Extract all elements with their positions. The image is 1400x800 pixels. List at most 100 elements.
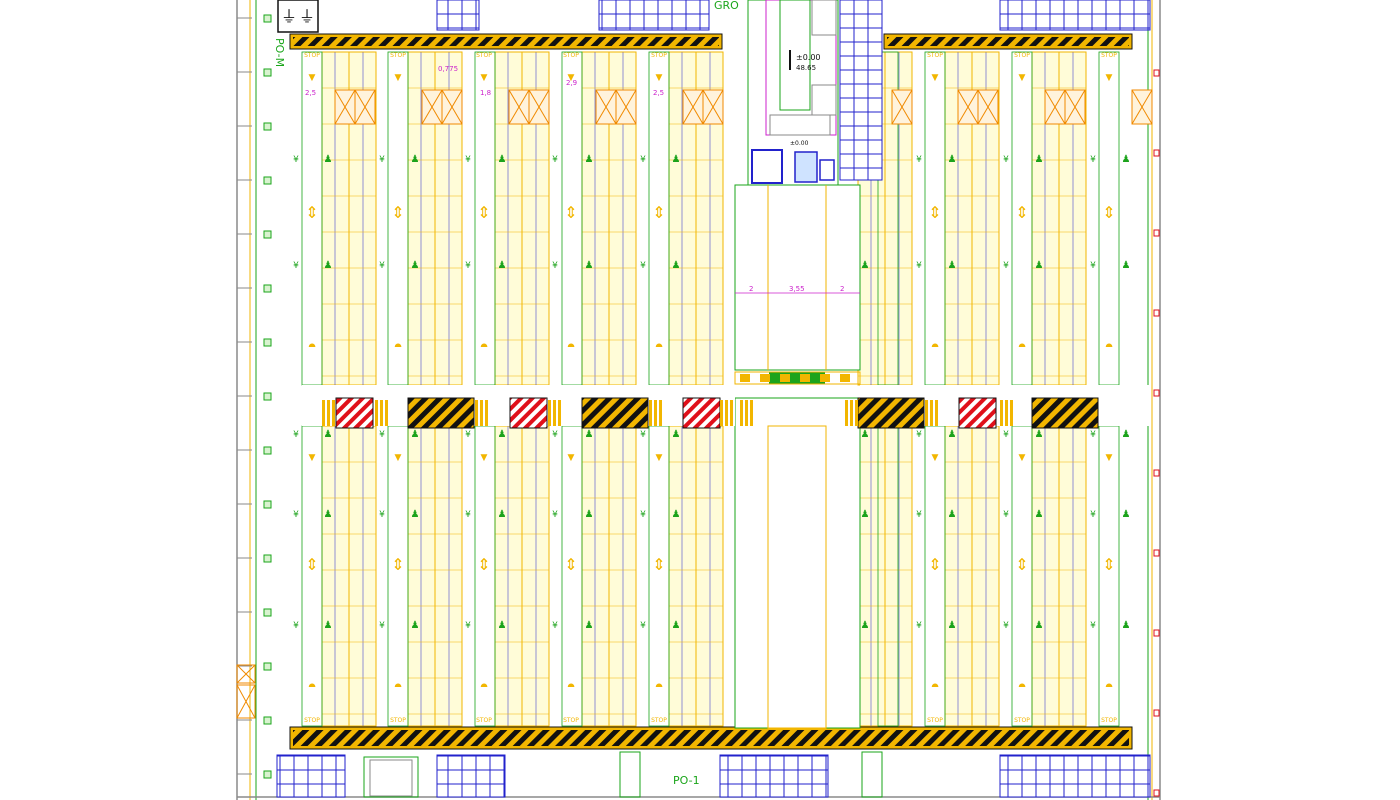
pedestrian-icon: ¥ bbox=[1003, 430, 1009, 440]
updown-arrow-icon: ⇕ bbox=[391, 203, 404, 222]
aisle-outline bbox=[387, 425, 409, 727]
pedestrian-icon: ♟ bbox=[411, 154, 420, 165]
wall-column bbox=[263, 770, 272, 779]
elevation-sub: 48.65 bbox=[796, 64, 816, 72]
wall-column-right bbox=[1153, 389, 1160, 397]
pedestrian-icon: ¥ bbox=[916, 510, 922, 520]
lane-stripe bbox=[548, 400, 551, 426]
wall-column-right bbox=[1153, 309, 1160, 317]
pedestrian-icon: ♟ bbox=[498, 154, 507, 165]
red-hazard-zone bbox=[958, 397, 997, 429]
lane-stripe bbox=[725, 400, 728, 426]
stop-icon: STOP bbox=[476, 52, 492, 59]
pedestrian-icon: ¥ bbox=[465, 261, 471, 271]
lane-stripe bbox=[380, 400, 383, 426]
stop-icon: STOP bbox=[390, 52, 406, 59]
stop-icon: STOP bbox=[563, 717, 579, 724]
dim-width: 0,775 bbox=[438, 65, 458, 73]
stop-icon: STOP bbox=[304, 717, 320, 724]
stop-icon: STOP bbox=[651, 52, 667, 59]
aisle-outline bbox=[561, 425, 583, 727]
updown-arrow-icon: ⇕ bbox=[928, 203, 941, 222]
pedestrian-icon: ¥ bbox=[640, 430, 646, 440]
pedestrian-icon: ¥ bbox=[552, 155, 558, 165]
floor-symbols: STOPSTOP▼▼⇕⇕⯊⯊¥¥¥¥¥STOPSTOP▼▼⇕⇕⯊⯊¥¥¥¥¥ST… bbox=[293, 52, 1130, 724]
forklift-icon: ▼ bbox=[1106, 453, 1113, 463]
pallet-cross bbox=[1064, 89, 1086, 125]
pallet-cross bbox=[1131, 89, 1153, 125]
pallet-cross bbox=[508, 89, 530, 125]
stop-icon: STOP bbox=[927, 52, 943, 59]
pedestrian-icon: ¥ bbox=[552, 510, 558, 520]
lane-stripe bbox=[553, 400, 556, 426]
pedestrian-icon: ♟ bbox=[1035, 154, 1044, 165]
lane-stripe bbox=[659, 400, 662, 426]
pedestrian-icon: ¥ bbox=[916, 261, 922, 271]
wall-column bbox=[263, 446, 272, 455]
lane-stripe bbox=[558, 400, 561, 426]
pedestrian-icon: ¥ bbox=[293, 261, 299, 271]
pallet-cross bbox=[421, 89, 443, 125]
wall-column bbox=[263, 608, 272, 617]
lane-stripe bbox=[485, 400, 488, 426]
updown-arrow-icon: ⇕ bbox=[391, 555, 404, 574]
pedestrian-icon: ♟ bbox=[1035, 509, 1044, 520]
pedestrian-icon: ♟ bbox=[1122, 154, 1131, 165]
pedestrian-icon: ♟ bbox=[324, 509, 333, 520]
left-orange-boxes bbox=[236, 664, 256, 719]
stop-icon: STOP bbox=[476, 717, 492, 724]
pedestrian-icon: ♟ bbox=[411, 620, 420, 631]
top-gate-label: GRO bbox=[714, 0, 739, 12]
top-hazard-belt-left bbox=[289, 33, 723, 50]
pedestrian-icon: ¥ bbox=[379, 510, 385, 520]
forklift-icon: ▼ bbox=[932, 453, 939, 463]
dim-a: 2,5 bbox=[653, 89, 664, 97]
pedestrian-icon: ♟ bbox=[1035, 260, 1044, 271]
wall-column bbox=[263, 284, 272, 293]
lane-stripe bbox=[780, 374, 790, 382]
dim-corridor-left: 2 bbox=[749, 285, 753, 293]
wall-column bbox=[263, 716, 272, 725]
lane-stripe bbox=[745, 400, 748, 426]
pedestrian-icon: ♟ bbox=[948, 509, 957, 520]
pedestrian-icon: ¥ bbox=[293, 155, 299, 165]
pedestrian-icon: ¥ bbox=[293, 621, 299, 631]
stop-icon: STOP bbox=[304, 52, 320, 59]
red-hazard-zone bbox=[335, 397, 374, 429]
updown-arrow-icon: ⇕ bbox=[1015, 203, 1028, 222]
svg-text:⏚: ⏚ bbox=[281, 7, 297, 26]
pedestrian-icon: ¥ bbox=[640, 261, 646, 271]
plan-labels: GRO PO-M PO-1 ±0.00 48.65 ±0.00 0,775 1,… bbox=[273, 0, 844, 787]
wall-column-right bbox=[1153, 229, 1160, 237]
forklift-icon: ⯊ bbox=[655, 683, 662, 693]
pedestrian-icon: ¥ bbox=[1090, 621, 1096, 631]
wall-column bbox=[263, 554, 272, 563]
pedestrian-icon: ♟ bbox=[948, 154, 957, 165]
lane-stripe bbox=[800, 374, 810, 382]
stop-icon: STOP bbox=[563, 52, 579, 59]
pedestrian-icon: ¥ bbox=[465, 430, 471, 440]
dim-gap: 1,8 bbox=[480, 89, 491, 97]
forklift-icon: ⯊ bbox=[931, 683, 938, 693]
forklift-icon: ⯊ bbox=[480, 343, 487, 353]
pedestrian-icon: ♟ bbox=[1122, 509, 1131, 520]
lane-stripe bbox=[720, 400, 723, 426]
pedestrian-icon: ¥ bbox=[465, 155, 471, 165]
pallet-cross bbox=[702, 89, 724, 125]
forklift-icon: ⯊ bbox=[931, 343, 938, 353]
wall-column bbox=[263, 176, 272, 185]
forklift-icon: ▼ bbox=[481, 453, 488, 463]
pedestrian-icon: ¥ bbox=[293, 430, 299, 440]
dim-corridor-mid: 3,55 bbox=[789, 285, 805, 293]
pedestrian-icon: ♟ bbox=[1122, 429, 1131, 440]
pallet-cross bbox=[1044, 89, 1066, 125]
forklift-icon: ⯊ bbox=[1018, 343, 1025, 353]
aisle-outline bbox=[648, 425, 670, 727]
forklift-icon: ⯊ bbox=[394, 343, 401, 353]
pallet-cross bbox=[354, 89, 376, 125]
pedestrian-icon: ¥ bbox=[640, 155, 646, 165]
pedestrian-icon: ♟ bbox=[498, 509, 507, 520]
lane-stripe bbox=[850, 400, 853, 426]
lane-stripe bbox=[760, 374, 770, 382]
